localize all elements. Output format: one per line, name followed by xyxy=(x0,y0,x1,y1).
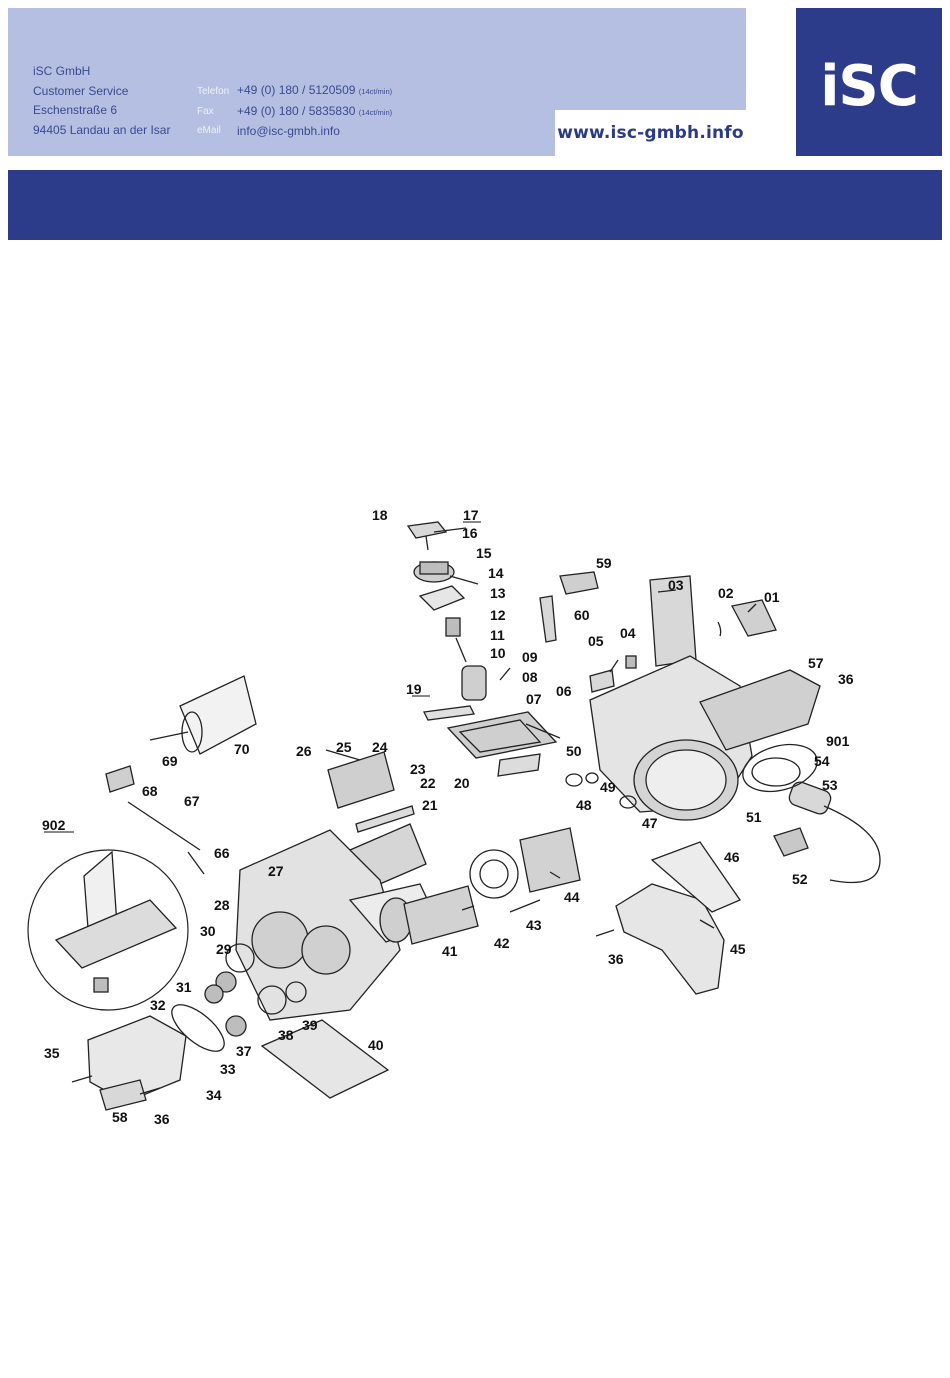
part-label-19: 19 xyxy=(406,681,422,697)
exploded-parts-diagram: 18 17 16 15 14 13 12 11 10 09 08 07 19 5… xyxy=(27,507,881,1127)
part-label-20: 20 xyxy=(454,775,470,791)
part-label-04: 04 xyxy=(620,625,636,641)
part-label-36-top: 36 xyxy=(838,671,854,687)
part-label-68: 68 xyxy=(142,783,158,799)
part-label-37: 37 xyxy=(236,1043,252,1059)
part-label-17: 17 xyxy=(463,507,479,523)
part-label-50: 50 xyxy=(566,743,582,759)
part-label-46: 46 xyxy=(724,849,740,865)
part-label-15: 15 xyxy=(476,545,492,561)
part-label-25: 25 xyxy=(336,739,352,755)
part-label-05: 05 xyxy=(588,633,604,649)
part-label-58: 58 xyxy=(112,1109,128,1125)
part-label-59: 59 xyxy=(596,555,612,571)
part-label-32: 32 xyxy=(150,997,166,1013)
part-label-36-bottom: 36 xyxy=(154,1111,170,1127)
part-label-52: 52 xyxy=(792,871,808,887)
fax-rate: (14ct/min) xyxy=(358,107,393,117)
part-label-24: 24 xyxy=(372,739,388,755)
part-label-43: 43 xyxy=(526,917,542,933)
part-label-03: 03 xyxy=(668,577,684,593)
website-link[interactable]: www.isc-gmbh.info xyxy=(557,123,744,143)
part-label-66: 66 xyxy=(214,845,230,861)
part-label-29: 29 xyxy=(216,941,232,957)
part-label-49: 49 xyxy=(600,779,616,795)
address-block: iSC GmbH Customer Service Eschenstraße 6… xyxy=(33,62,170,140)
part-label-09: 09 xyxy=(522,649,538,665)
contact-labels: Telefon Fax eMail xyxy=(197,82,229,141)
part-label-36-right: 36 xyxy=(608,951,624,967)
part-label-47: 47 xyxy=(642,815,658,831)
part-label-26: 26 xyxy=(296,743,312,759)
part-label-54: 54 xyxy=(814,753,830,769)
part-label-28: 28 xyxy=(214,897,230,913)
part-label-51: 51 xyxy=(746,809,762,825)
part-number-labels: 18 17 16 15 14 13 12 11 10 09 08 07 19 5… xyxy=(42,507,854,1127)
part-label-67: 67 xyxy=(184,793,200,809)
part-label-57: 57 xyxy=(808,655,824,671)
part-label-60: 60 xyxy=(574,607,590,623)
phone-label: Telefon xyxy=(197,86,230,97)
department: Customer Service xyxy=(33,83,129,98)
diagram-drawing xyxy=(27,521,881,1111)
part-label-01: 01 xyxy=(764,589,780,605)
part-label-08: 08 xyxy=(522,669,538,685)
label-underlines xyxy=(44,521,481,833)
part-label-69: 69 xyxy=(162,753,178,769)
part-label-39: 39 xyxy=(302,1017,318,1033)
part-label-30: 30 xyxy=(200,923,216,939)
part-label-34: 34 xyxy=(206,1087,222,1103)
part-label-901: 901 xyxy=(826,733,850,749)
part-label-48: 48 xyxy=(576,797,592,813)
part-label-02: 02 xyxy=(718,585,734,601)
part-label-22: 22 xyxy=(420,775,436,791)
part-label-13: 13 xyxy=(490,585,506,601)
part-label-902: 902 xyxy=(42,817,66,833)
logo-text: iSC xyxy=(820,53,919,119)
title-band xyxy=(8,170,942,240)
part-label-70: 70 xyxy=(234,741,250,757)
part-label-21: 21 xyxy=(422,797,438,813)
city: 94405 Landau an der Isar xyxy=(33,122,171,137)
part-label-23: 23 xyxy=(410,761,426,777)
isc-logo: iSC xyxy=(796,8,942,156)
part-label-16: 16 xyxy=(462,525,478,541)
email-label: eMail xyxy=(197,125,221,136)
part-label-27: 27 xyxy=(268,863,284,879)
part-label-11: 11 xyxy=(490,627,505,643)
fax-number: +49 (0) 180 / 5835830 xyxy=(237,103,356,118)
street: Eschenstraße 6 xyxy=(33,103,118,117)
part-label-38: 38 xyxy=(278,1027,294,1043)
website-box: www.isc-gmbh.info xyxy=(555,110,746,156)
part-label-35: 35 xyxy=(44,1045,60,1061)
part-label-40: 40 xyxy=(368,1037,384,1053)
part-label-14: 14 xyxy=(488,565,504,581)
part-label-31: 31 xyxy=(176,979,192,995)
part-label-42: 42 xyxy=(494,935,510,951)
part-label-44: 44 xyxy=(564,889,580,905)
part-label-06: 06 xyxy=(556,683,572,699)
part-label-07: 07 xyxy=(526,691,542,707)
part-label-53: 53 xyxy=(822,777,838,793)
fax-label: Fax xyxy=(197,105,214,117)
part-label-18: 18 xyxy=(372,507,388,523)
part-label-41: 41 xyxy=(442,943,458,959)
contact-values: +49 (0) 180 / 5120509 (14ct/min) +49 (0)… xyxy=(237,81,392,142)
company-name: iSC GmbH xyxy=(33,64,91,78)
phone-rate: (14ct/min) xyxy=(358,87,393,96)
part-label-45: 45 xyxy=(730,941,746,957)
part-label-12: 12 xyxy=(490,607,506,623)
part-label-33: 33 xyxy=(220,1061,236,1077)
email-link[interactable]: info@isc-gmbh.info xyxy=(237,124,340,138)
part-label-10: 10 xyxy=(490,645,506,661)
phone-number: +49 (0) 180 / 5120509 xyxy=(237,83,356,97)
